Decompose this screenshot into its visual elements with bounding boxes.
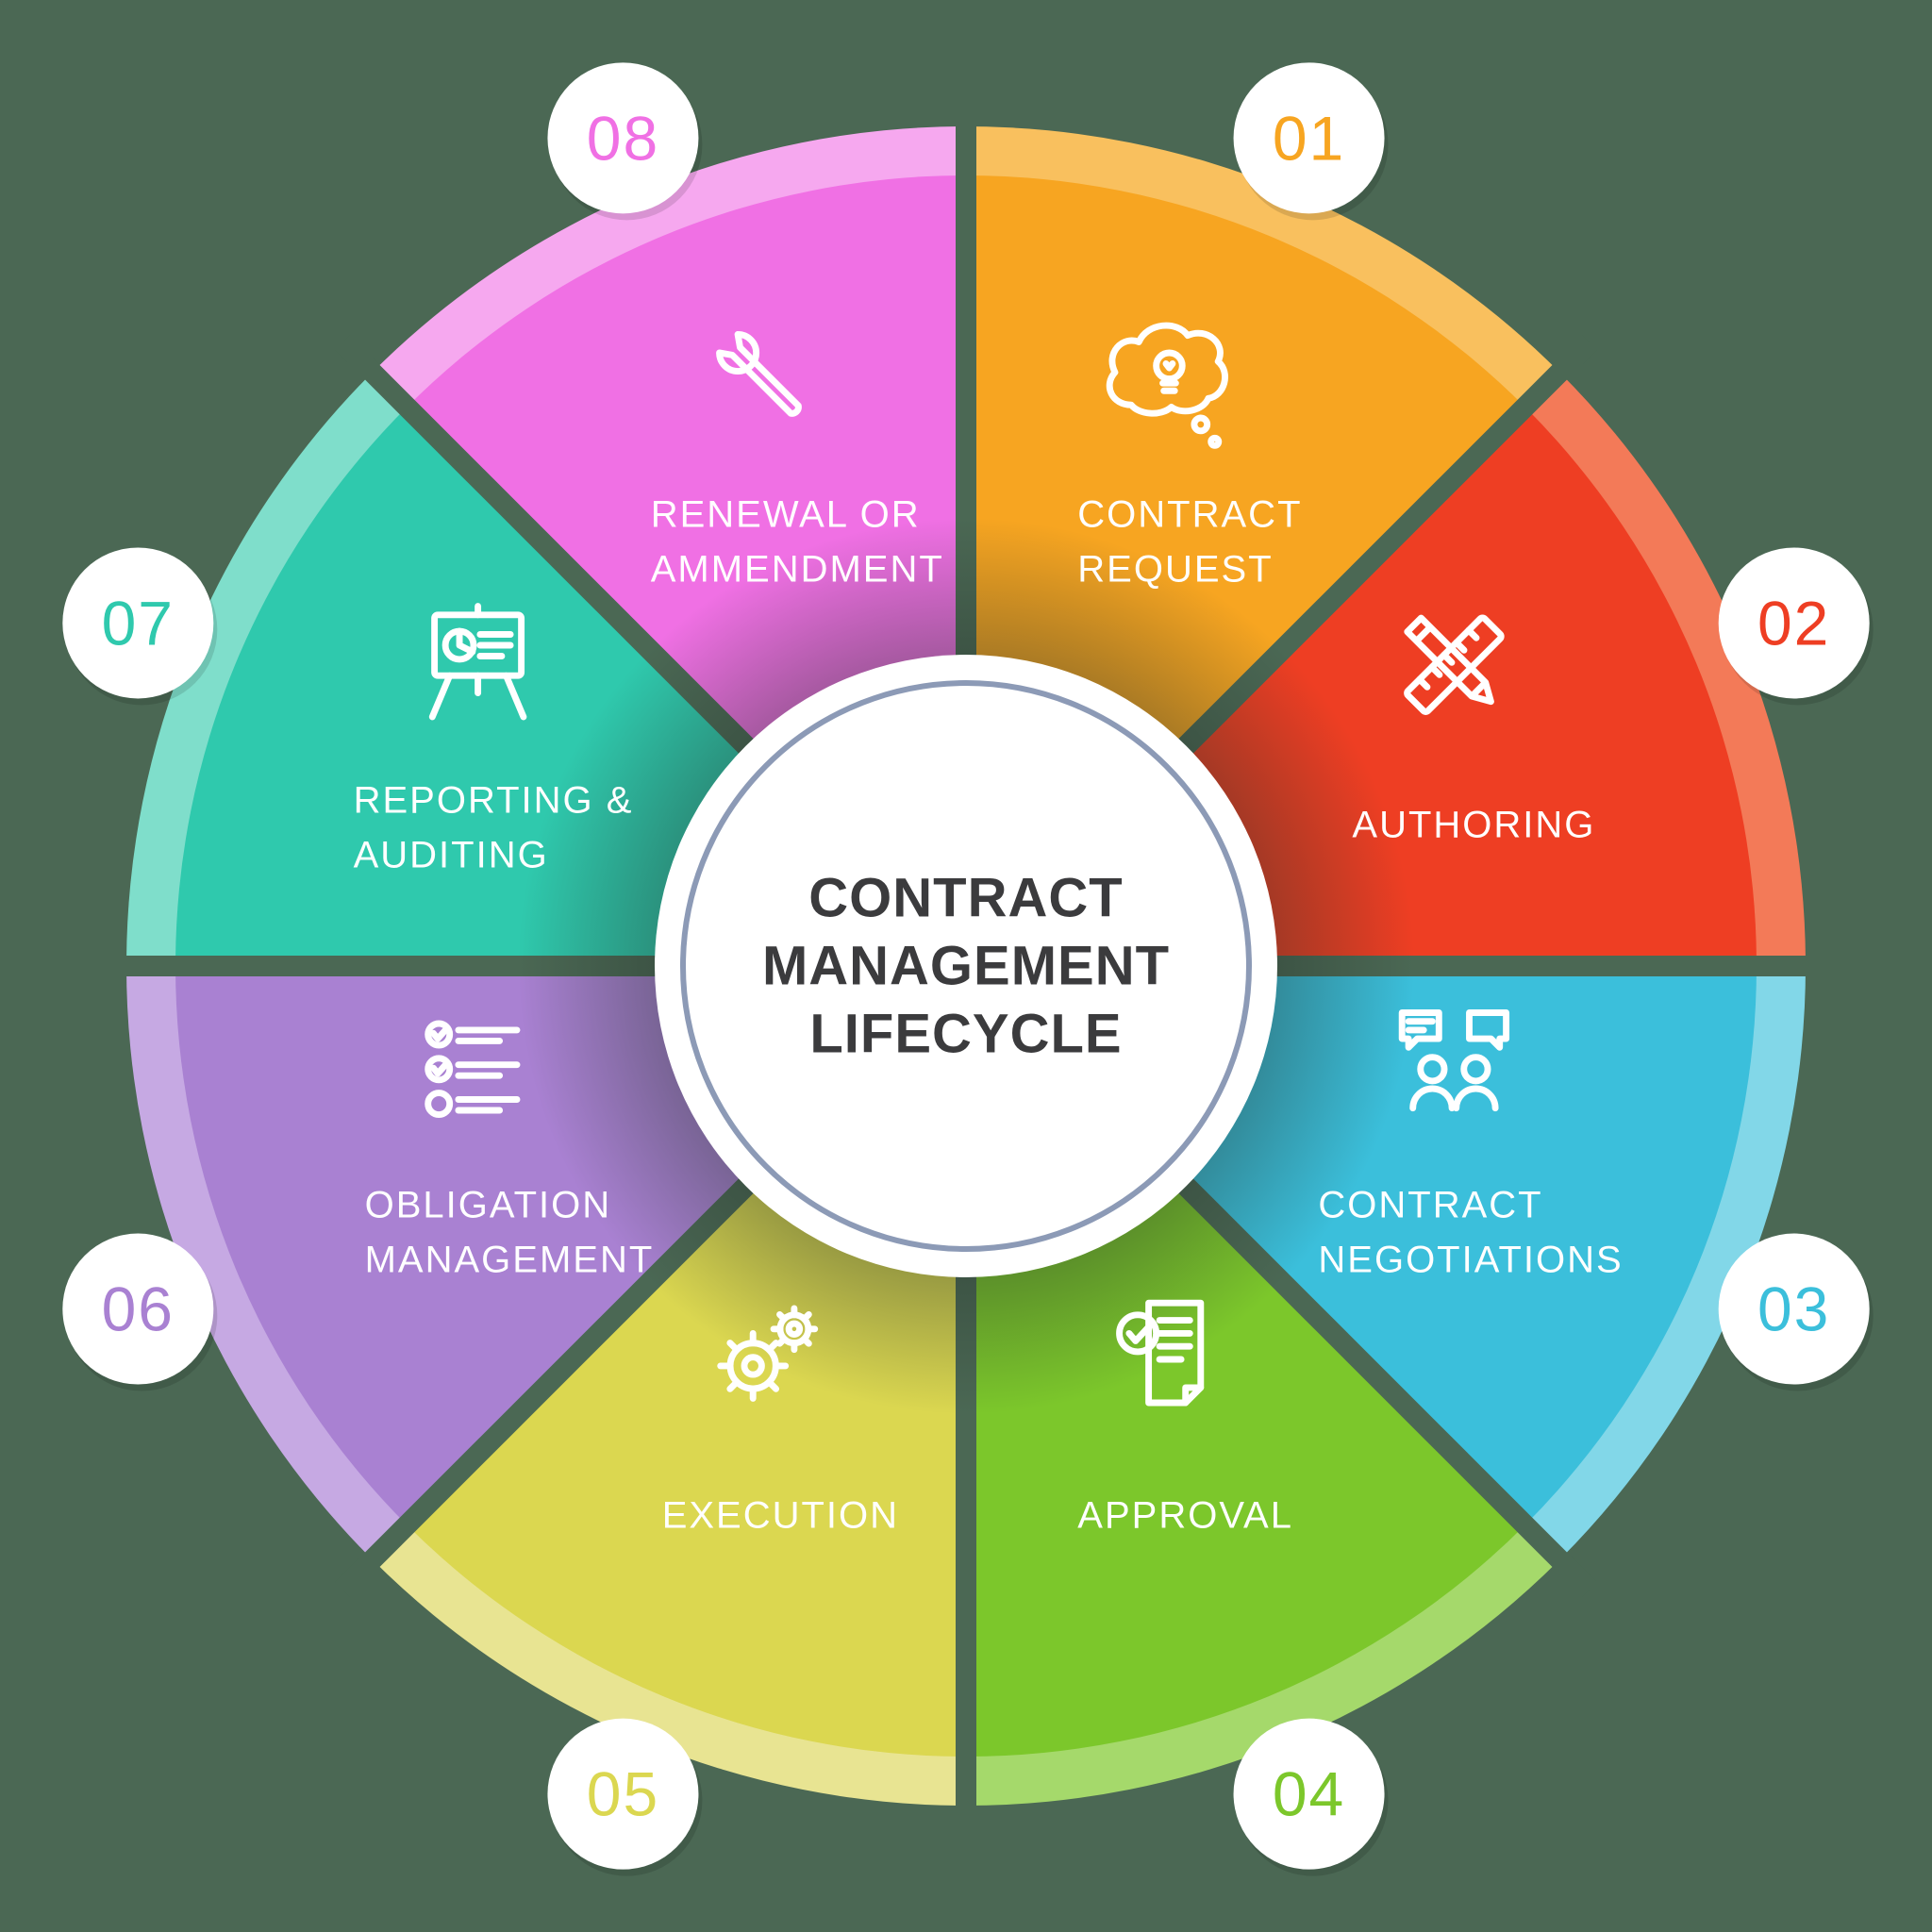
badge-01-number: 01	[1273, 103, 1345, 173]
badge-05-number: 05	[587, 1759, 659, 1829]
segment-content: CONTRACT REQUEST AUTHORING CONTRACT NEGOTIAT…	[354, 325, 1623, 1536]
badge-06-number: 06	[102, 1274, 175, 1344]
center-ring	[680, 680, 1252, 1252]
center-circle	[655, 655, 1277, 1277]
badge-08-number: 08	[587, 103, 659, 173]
segment-04-label: APPROVAL	[1077, 1494, 1293, 1536]
badge-03-number: 03	[1757, 1274, 1830, 1344]
segment-06-label: OBLIGATION	[365, 1184, 612, 1225]
segment-01-label: REQUEST	[1077, 549, 1273, 591]
wheel-title-line-1: CONTRACT	[808, 868, 1123, 929]
badge-04-circle	[1233, 1718, 1385, 1870]
segment-08-label: AMMENDMENT	[651, 549, 944, 591]
segment-01-label: CONTRACT	[1077, 494, 1302, 536]
badge-02-number: 02	[1757, 588, 1830, 658]
segment-03-label: NEGOTIATIONS	[1318, 1239, 1623, 1280]
wheel-title-line-2: MANAGEMENT	[762, 936, 1170, 997]
badge-03-circle	[1718, 1233, 1870, 1385]
segment-07-label: AUDITING	[354, 835, 549, 876]
badge-01-circle	[1233, 62, 1385, 214]
badge-08-circle	[547, 62, 699, 214]
segment-08-label: RENEWAL OR	[651, 494, 921, 536]
segment-02-label: AUTHORING	[1352, 805, 1595, 846]
badge-02-circle	[1718, 547, 1870, 699]
wheel-title-line-3: LIFECYCLE	[809, 1004, 1122, 1065]
segment-05-label: EXECUTION	[662, 1494, 899, 1536]
badge-05-circle	[547, 1718, 699, 1870]
segment-07-label: REPORTING &	[354, 780, 634, 822]
badge-06-circle	[62, 1233, 214, 1385]
badge-04-number: 04	[1273, 1759, 1345, 1829]
badge-07-circle	[62, 547, 214, 699]
number-badges: 01 02 03 04 05 06 07 08	[62, 62, 1874, 1876]
badge-07-number: 07	[102, 588, 175, 658]
segment-03-label: CONTRACT	[1318, 1184, 1542, 1225]
segment-06-label: MANAGEMENT	[365, 1239, 655, 1280]
